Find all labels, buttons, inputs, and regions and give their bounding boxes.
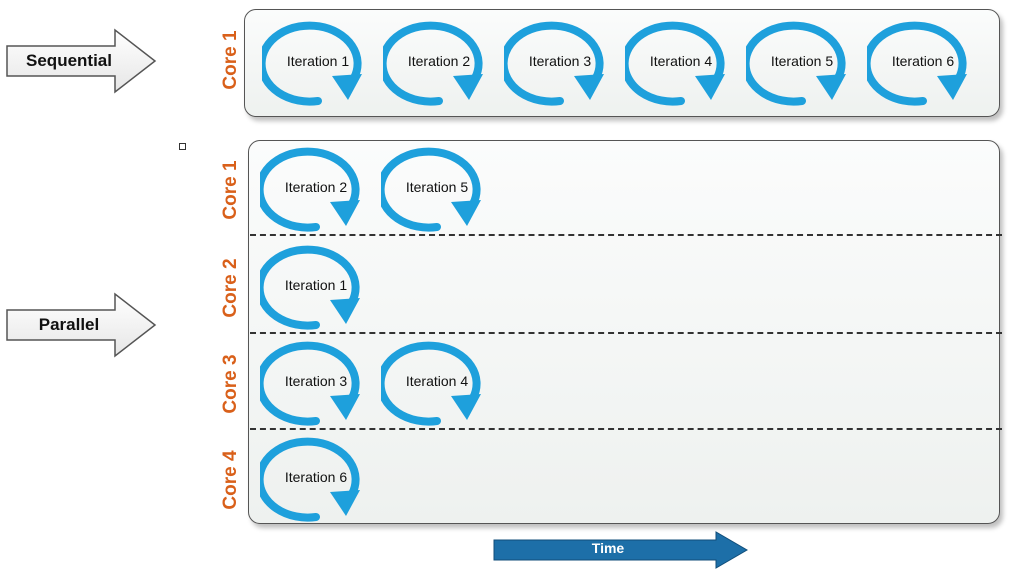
- parallel-iteration: Iteration 5: [381, 142, 493, 236]
- parallel-iteration: Iteration 6: [260, 432, 372, 526]
- marker-square: [179, 143, 186, 150]
- sequential-iteration: Iteration 5: [746, 16, 858, 110]
- parallel-iteration: Iteration 3: [260, 336, 372, 430]
- iteration-label: Iteration 1: [284, 277, 348, 293]
- iteration-label: Iteration 4: [405, 373, 469, 389]
- iteration-label: Iteration 6: [284, 469, 348, 485]
- sequential-arrow: [6, 28, 157, 94]
- cycle-arrow-icon: [746, 21, 846, 106]
- cycle-arrow-icon: [625, 21, 725, 106]
- iteration-label: Iteration 6: [891, 53, 955, 69]
- sequential-iteration: Iteration 4: [625, 16, 737, 110]
- sequential-iteration: Iteration 1: [262, 16, 374, 110]
- iteration-label: Iteration 3: [284, 373, 348, 389]
- cycle-arrow-icon: [260, 437, 360, 522]
- cycle-arrow-icon: [504, 21, 604, 106]
- parallel-arrow: [6, 292, 157, 358]
- time-label: Time: [591, 540, 625, 556]
- sequential-panel: [244, 9, 1000, 117]
- cycle-arrow-icon: [260, 245, 360, 330]
- cycle-arrow-icon: [260, 341, 360, 426]
- cycle-arrow-icon: [867, 21, 967, 106]
- iteration-label: Iteration 5: [405, 179, 469, 195]
- cycle-arrow-icon: [381, 147, 481, 232]
- core-divider: [250, 234, 1002, 236]
- parallel-iteration: Iteration 4: [381, 336, 493, 430]
- iteration-label: Iteration 3: [528, 53, 592, 69]
- sequential-core-label: Core 1: [220, 30, 241, 90]
- cycle-arrow-icon: [381, 341, 481, 426]
- iteration-label: Iteration 1: [286, 53, 350, 69]
- iteration-label: Iteration 2: [284, 179, 348, 195]
- parallel-core-label: Core 4: [220, 450, 241, 510]
- iteration-label: Iteration 2: [407, 53, 471, 69]
- core-divider: [250, 428, 1002, 430]
- iteration-label: Iteration 4: [649, 53, 713, 69]
- cycle-arrow-icon: [260, 147, 360, 232]
- cycle-arrow-icon: [262, 21, 362, 106]
- sequential-iteration: Iteration 3: [504, 16, 616, 110]
- time-arrow: [493, 531, 748, 569]
- sequential-iteration: Iteration 6: [867, 16, 979, 110]
- parallel-iteration: Iteration 2: [260, 142, 372, 236]
- parallel-iteration: Iteration 1: [260, 240, 372, 334]
- iteration-label: Iteration 5: [770, 53, 834, 69]
- parallel-core-label: Core 3: [220, 354, 241, 414]
- cycle-arrow-icon: [383, 21, 483, 106]
- parallel-core-label: Core 2: [220, 258, 241, 318]
- parallel-core-label: Core 1: [220, 160, 241, 220]
- core-divider: [250, 332, 1002, 334]
- sequential-iteration: Iteration 2: [383, 16, 495, 110]
